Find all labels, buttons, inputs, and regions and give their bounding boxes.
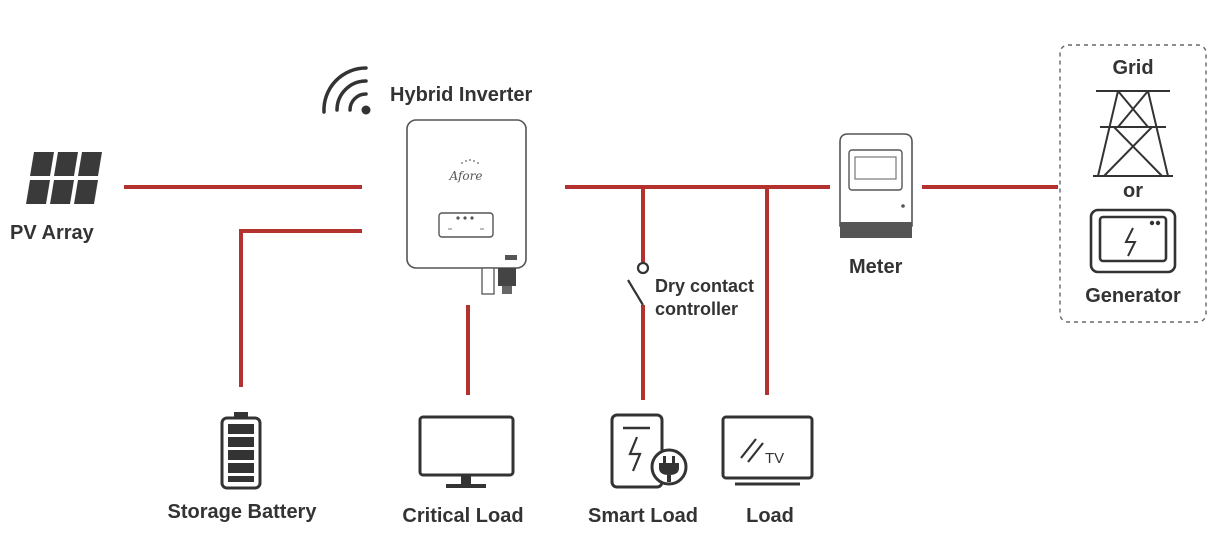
dry-contact-label-line1: Dry contact	[655, 276, 754, 296]
generator-label: Generator	[1085, 285, 1181, 307]
battery-wire	[239, 229, 362, 387]
grid-label: Grid	[1112, 57, 1153, 79]
switch-icon	[627, 261, 650, 306]
inverter-brand: Afore	[449, 169, 483, 183]
meter-label: Meter	[849, 256, 903, 278]
monitor-icon	[418, 415, 515, 488]
tv-text: TV	[765, 450, 784, 467]
generator-icon	[1089, 208, 1177, 274]
pv-array-label: PV Array	[10, 222, 95, 244]
meter-icon	[839, 133, 913, 238]
wifi-icon	[322, 66, 371, 115]
or-label: or	[1123, 180, 1143, 202]
tv-icon: TV	[721, 415, 814, 486]
critical-load-label: Critical Load	[402, 505, 523, 527]
hybrid-inverter-label: Hybrid Inverter	[390, 84, 532, 106]
smart-load-label: Smart Load	[588, 505, 698, 527]
smart-plug-icon	[610, 413, 688, 489]
wiring	[124, 185, 1058, 400]
pylon-icon	[1093, 90, 1173, 177]
solar-panel-icon	[26, 152, 102, 204]
inverter-icon: Afore	[406, 119, 527, 295]
load-label: Load	[746, 505, 794, 527]
grid-generator-box	[1059, 44, 1207, 323]
dry-contact-label-line2: controller	[655, 299, 738, 319]
storage-battery-label: Storage Battery	[168, 501, 318, 523]
battery-icon	[220, 412, 262, 490]
